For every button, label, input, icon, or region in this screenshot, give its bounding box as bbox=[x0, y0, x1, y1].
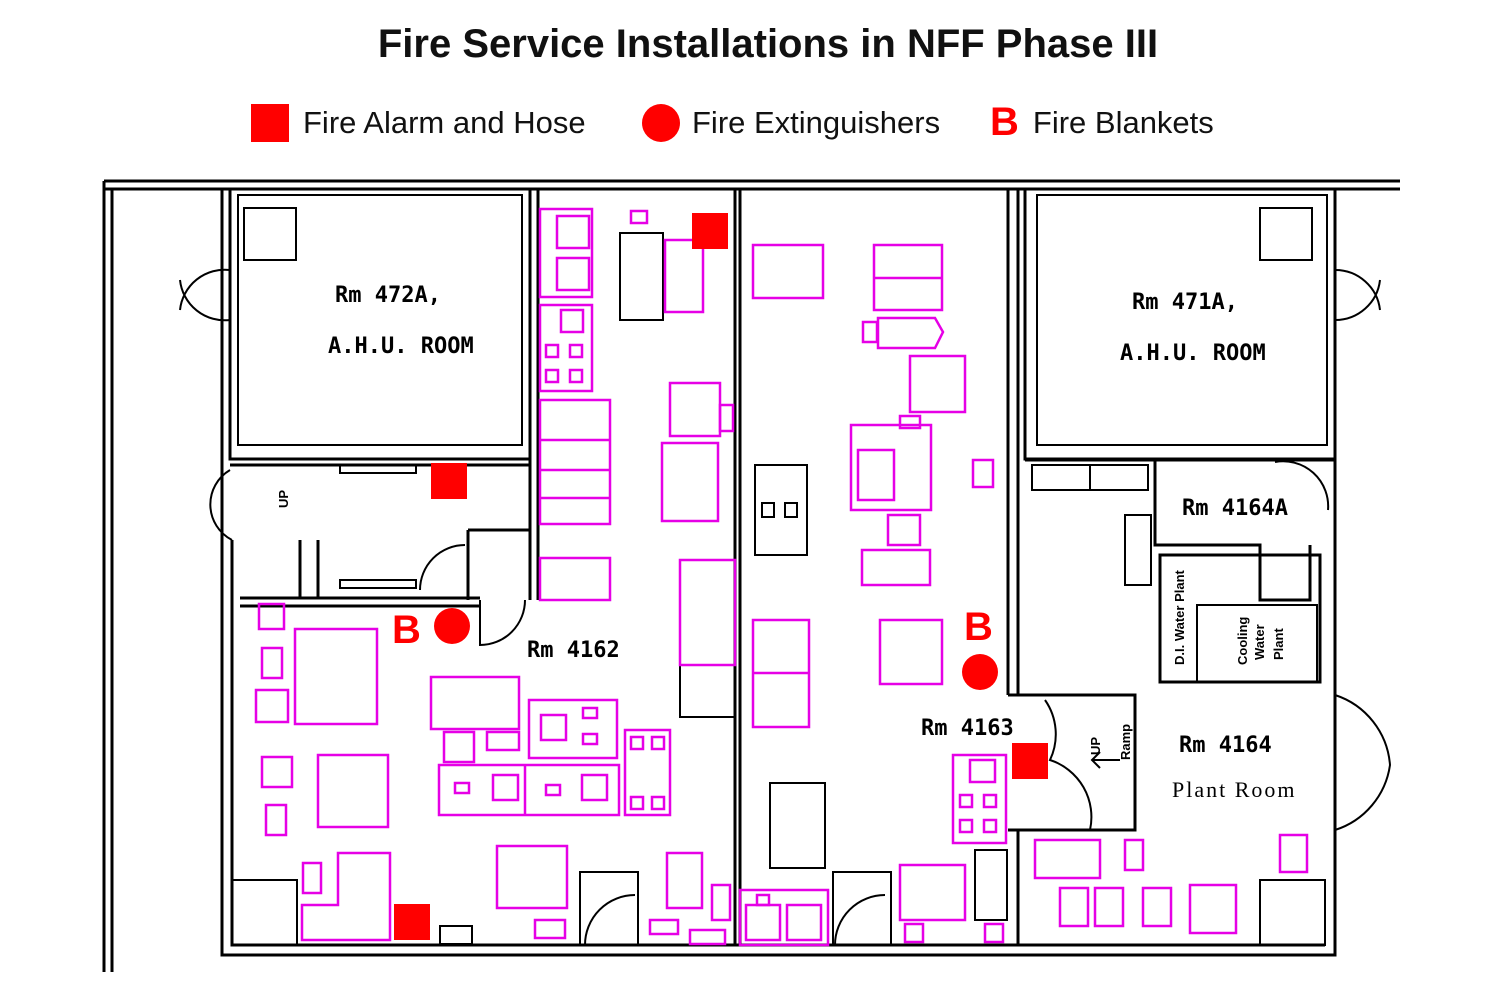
label-water: Water bbox=[1252, 624, 1267, 660]
label-ramp: Ramp bbox=[1118, 724, 1133, 760]
room-label-4164a: Rm 4164A bbox=[1182, 496, 1288, 521]
room-label-4162: Rm 4162 bbox=[527, 638, 620, 663]
label-plant: Plant bbox=[1271, 628, 1286, 660]
page-title: Fire Service Installations in NFF Phase … bbox=[377, 22, 1159, 66]
legend-label: Fire Extinguishers bbox=[692, 105, 941, 140]
fire-alarm-hose-icon bbox=[431, 463, 467, 499]
room-label-472a: Rm 472A, bbox=[335, 283, 441, 308]
legend-label: Fire Blankets bbox=[1032, 104, 1214, 140]
room-label-plant-room: Plant Room bbox=[1172, 777, 1297, 802]
red-circle-icon bbox=[642, 104, 680, 142]
room-label-471a-sub: A.H.U. ROOM bbox=[1120, 341, 1266, 366]
blanket-b-icon: B bbox=[990, 100, 1019, 144]
room-label-4164: Rm 4164 bbox=[1179, 733, 1272, 758]
room-labels: Rm 472A, A.H.U. ROOM Rm 471A, A.H.U. ROO… bbox=[276, 283, 1297, 802]
fire-blanket-icon: B bbox=[964, 605, 993, 649]
ramp-arrow-icon bbox=[1090, 751, 1120, 769]
legend-item-extinguisher: Fire Extinguishers bbox=[642, 104, 940, 142]
fire-extinguisher-icon bbox=[962, 654, 998, 690]
fire-installations: B B bbox=[392, 213, 1048, 940]
label-cooling: Cooling bbox=[1235, 617, 1250, 665]
fire-alarm-hose-icon bbox=[394, 904, 430, 940]
label-up: UP bbox=[1088, 737, 1103, 755]
fire-extinguisher-icon bbox=[434, 608, 470, 644]
room-label-471a: Rm 471A, bbox=[1132, 290, 1238, 315]
fire-alarm-hose-icon bbox=[1012, 743, 1048, 779]
label-up-stairs: UP bbox=[276, 490, 291, 508]
fire-alarm-hose-icon bbox=[692, 213, 728, 249]
walls bbox=[102, 179, 1400, 972]
lab-equipment bbox=[254, 207, 1309, 947]
legend-item-blanket: B Fire Blankets bbox=[990, 100, 1214, 145]
legend: Fire Alarm and Hose Fire Extinguishers B… bbox=[0, 100, 1500, 150]
red-square-icon bbox=[251, 104, 289, 142]
legend-label: Fire Alarm and Hose bbox=[303, 105, 586, 140]
room-label-472a-sub: A.H.U. ROOM bbox=[328, 334, 474, 359]
label-di-water-plant: D.I. Water Plant bbox=[1172, 569, 1187, 665]
legend-item-alarm: Fire Alarm and Hose bbox=[251, 104, 586, 142]
room-label-4163: Rm 4163 bbox=[921, 716, 1014, 741]
fire-blanket-icon: B bbox=[392, 608, 421, 652]
